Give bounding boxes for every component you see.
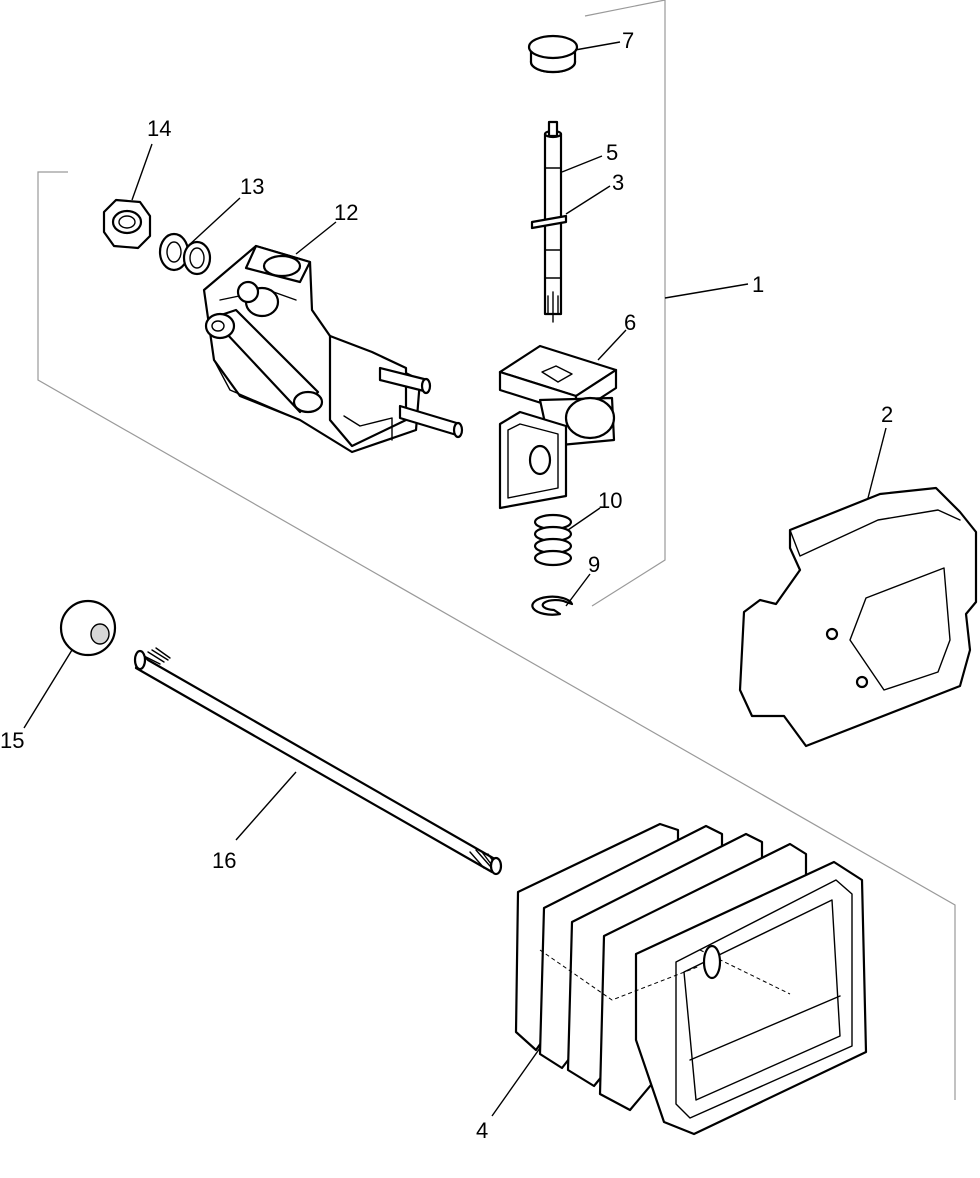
part-lever-housing[interactable] (202, 244, 464, 454)
callout-10: 10 (598, 488, 622, 513)
part-nut[interactable] (102, 198, 152, 250)
part-cap[interactable] (527, 34, 579, 74)
callout-9: 9 (588, 552, 600, 577)
part-knob-ball[interactable] (59, 599, 117, 657)
callout-1: 1 (752, 272, 764, 297)
callout-7: 7 (622, 28, 634, 53)
callout-3: 3 (612, 170, 624, 195)
callout-5: 5 (606, 140, 618, 165)
callout-4: 4 (476, 1118, 488, 1143)
callout-2: 2 (881, 402, 893, 427)
part-washer-pair[interactable] (158, 232, 212, 276)
callout-16: 16 (212, 848, 236, 873)
callout-13: 13 (240, 174, 264, 199)
part-pin[interactable] (530, 214, 568, 230)
part-circlip[interactable] (531, 595, 574, 616)
leader-lines (23, 41, 887, 1117)
part-gasket-plate[interactable] (738, 486, 978, 748)
callout-15: 15 (0, 728, 24, 753)
callout-labels: 7 5 3 1 6 2 10 9 12 13 14 15 16 4 (0, 28, 893, 1143)
part-bracket[interactable] (498, 344, 618, 510)
part-bellows-boot[interactable] (514, 822, 868, 1136)
part-spring[interactable] (533, 513, 573, 567)
part-threaded-rod[interactable] (133, 647, 503, 876)
callout-12: 12 (334, 200, 358, 225)
callout-14: 14 (147, 116, 171, 141)
assembly-guide-lines (37, 0, 956, 1100)
callout-6: 6 (624, 310, 636, 335)
